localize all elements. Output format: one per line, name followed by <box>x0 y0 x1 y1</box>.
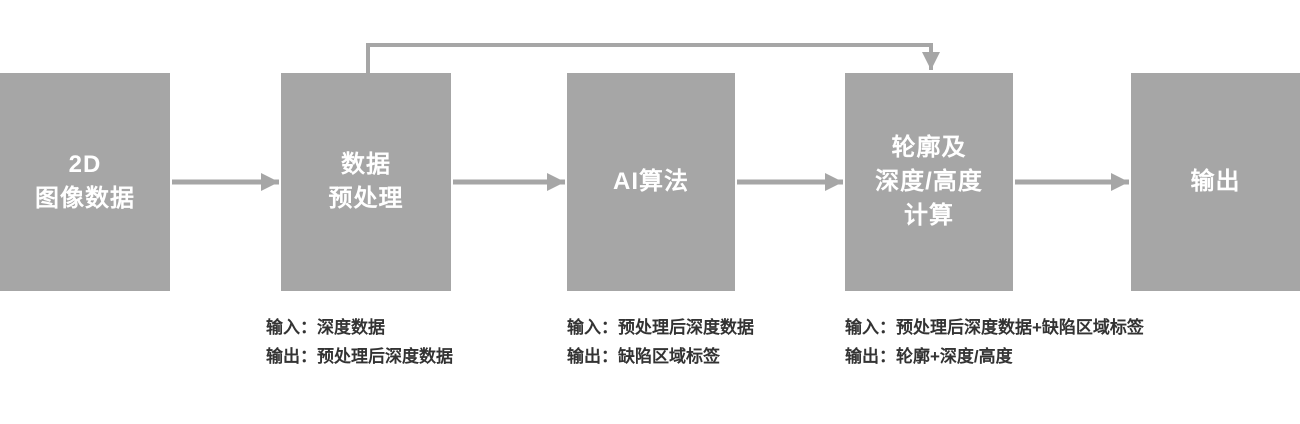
skip-arrow-preprocess-to-contour <box>366 43 940 76</box>
note-contour-io: 输入：预处理后深度数据+缺陷区域标签 输出：轮廓+深度/高度 <box>845 318 1144 366</box>
node-label: 数据 预处理 <box>328 151 404 212</box>
node-ai-algorithm: AI算法 <box>567 73 735 291</box>
node-output: 输出 <box>1131 73 1300 291</box>
node-data-preprocess: 数据 预处理 <box>281 73 451 291</box>
node-contour-depth-calc: 轮廓及 深度/高度 计算 <box>845 73 1013 291</box>
node-label: 输出 <box>1190 168 1241 195</box>
node-2d-image-data: 2D 图像数据 <box>0 73 170 291</box>
node-label: 轮廓及 深度/高度 计算 <box>875 134 983 229</box>
note-preprocess-io: 输入：深度数据 输出：预处理后深度数据 <box>266 318 453 366</box>
node-label: AI算法 <box>613 168 689 195</box>
note-ai-io: 输入：预处理后深度数据 输出：缺陷区域标签 <box>567 318 754 366</box>
node-label: 2D 图像数据 <box>35 151 135 212</box>
